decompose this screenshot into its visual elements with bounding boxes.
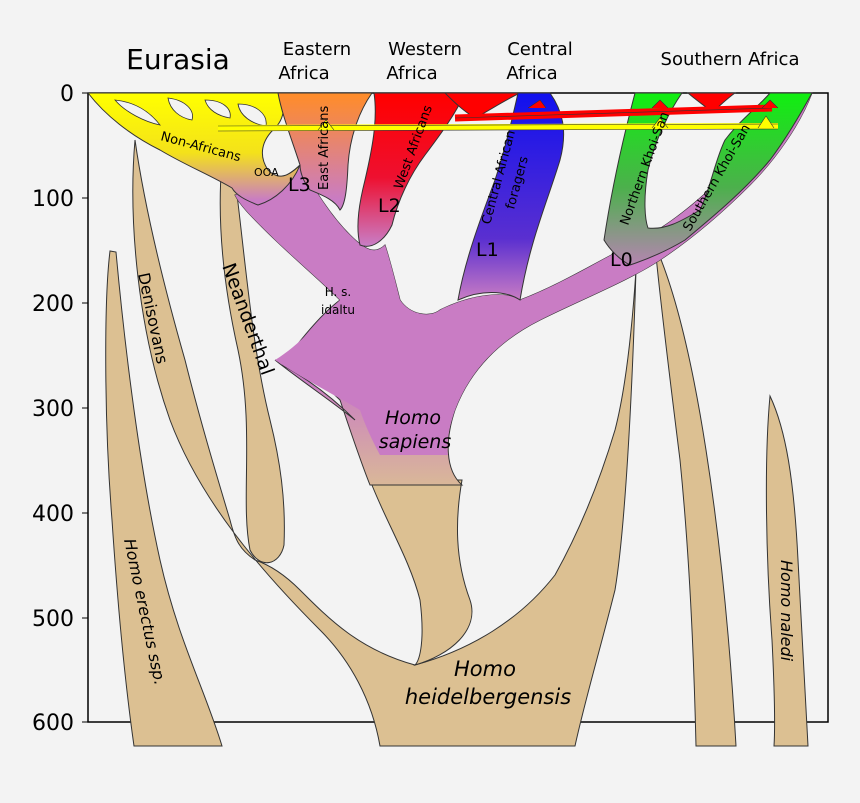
region-eastern-africa-line2: Africa xyxy=(278,63,329,84)
region-central-africa-line2: Africa xyxy=(506,63,557,84)
label-ooa: OOA xyxy=(254,166,279,179)
branch-erectus xyxy=(105,250,223,747)
branch-southern-archaic xyxy=(654,244,737,747)
link-red-outline xyxy=(454,107,773,119)
eurasia-gap-2 xyxy=(167,97,193,121)
label-l3: L3 xyxy=(288,174,311,196)
eurasia-gap-3 xyxy=(204,99,231,119)
link-yellow xyxy=(217,123,779,131)
lineage-east-africans xyxy=(277,92,373,211)
branch-sapiens-base xyxy=(369,479,473,667)
link-yellow-node-3 xyxy=(757,115,775,129)
region-western-africa-line2: Africa xyxy=(386,63,437,84)
link-red-node-2 xyxy=(651,99,669,109)
lineage-west-africans xyxy=(357,92,466,247)
lineage-central-foragers xyxy=(457,92,565,301)
branch-neanderthal xyxy=(219,117,285,563)
link-red-node-3 xyxy=(761,99,779,109)
label-heidelbergensis-line1: Homo xyxy=(454,657,516,681)
tick-label-200: 200 xyxy=(32,292,74,317)
tick-label-400: 400 xyxy=(32,502,74,527)
tick-label-0: 0 xyxy=(60,82,74,107)
link-yellow-node-1 xyxy=(317,119,335,131)
label-l1: L1 xyxy=(476,239,499,261)
eurasia-gap-1 xyxy=(114,99,161,126)
label-idaltu-line1: H. s. xyxy=(325,285,352,299)
label-sapiens-line2: sapiens xyxy=(379,431,452,453)
tick-label-300: 300 xyxy=(32,397,74,422)
lineage-southern-khoisan xyxy=(603,92,813,266)
y-axis: 0 100 200 300 400 500 600 xyxy=(32,82,88,736)
label-east-africans: East Africans xyxy=(317,106,332,190)
label-l2: L2 xyxy=(378,195,401,217)
gene-flow xyxy=(217,99,779,132)
label-heidelbergensis-line2: heidelbergensis xyxy=(405,685,571,709)
region-headers: Eurasia Eastern Africa Western Africa Ce… xyxy=(126,39,799,84)
label-l0: L0 xyxy=(610,249,633,271)
link-red-node-1 xyxy=(527,99,547,109)
region-central-africa-line1: Central xyxy=(507,39,573,60)
label-sapiens-line1: Homo xyxy=(385,407,441,429)
region-eurasia: Eurasia xyxy=(126,43,230,76)
link-yellow-outline-bottom xyxy=(217,128,779,132)
link-yellow-node-2 xyxy=(651,117,669,129)
label-idaltu-line2: idaltu xyxy=(321,303,355,317)
label-naledi: Homo naledi xyxy=(777,560,796,662)
link-yellow-outline-top xyxy=(217,123,779,127)
region-eastern-africa-line1: Eastern xyxy=(283,39,351,60)
region-southern-africa: Southern Africa xyxy=(661,49,800,70)
tick-label-100: 100 xyxy=(32,187,74,212)
sapiens-purple xyxy=(235,93,812,455)
tick-label-600: 600 xyxy=(32,711,74,736)
region-western-africa-line1: Western xyxy=(388,39,462,60)
tick-label-500: 500 xyxy=(32,607,74,632)
archaic-branches xyxy=(105,117,809,747)
branch-heidelbergensis xyxy=(132,139,637,747)
branch-naledi xyxy=(765,394,809,747)
